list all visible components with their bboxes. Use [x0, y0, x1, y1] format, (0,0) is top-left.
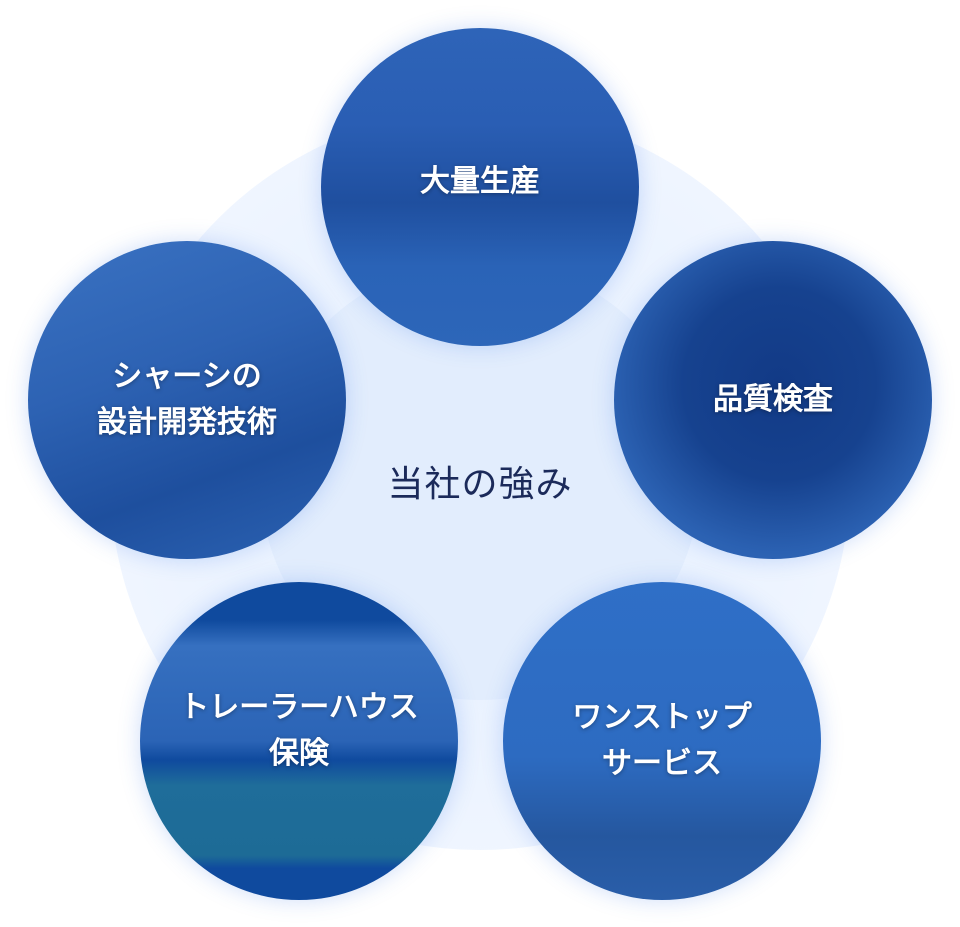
mass-production-photo — [321, 28, 639, 346]
strength-quality-inspection: 品質検査 — [614, 241, 932, 559]
node-label: シャーシの 設計開発技術 — [97, 359, 277, 440]
insurance-photo — [140, 582, 458, 900]
strength-one-stop-service: ワンストップ サービス — [503, 582, 821, 900]
node-label: 大量生産 — [420, 164, 540, 199]
strength-chassis-design: シャーシの 設計開発技術 — [28, 241, 346, 559]
node-label: 品質検査 — [713, 382, 833, 417]
quality-inspection-photo — [614, 241, 932, 559]
center-title: 当社の強み — [387, 464, 573, 505]
strength-mass-production: 大量生産 — [321, 28, 639, 346]
node-label: トレーラーハウス 保険 — [179, 690, 419, 771]
node-label: ワンストップ サービス — [572, 700, 752, 781]
chassis-design-photo — [28, 241, 346, 559]
one-stop-service-photo — [503, 582, 821, 900]
strength-trailer-house-insurance: トレーラーハウス 保険 — [140, 582, 458, 900]
